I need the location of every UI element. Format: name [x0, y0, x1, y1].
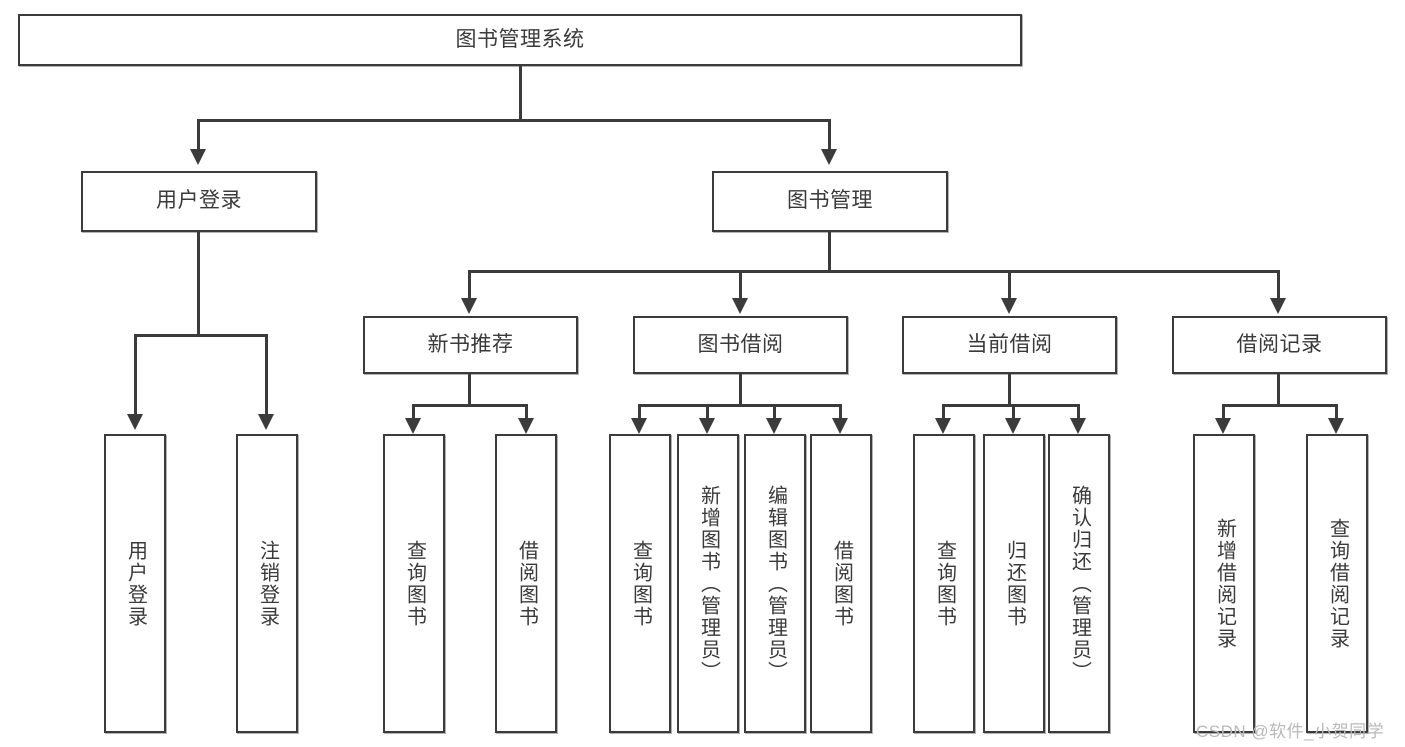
leaf-query-book-recommend[interactable]: 查询图书 [383, 434, 445, 733]
arrowhead-new-book-leaf-1 [405, 418, 421, 434]
node-label: 编辑图书（管理员） [764, 484, 787, 683]
connector-book-mgmt-drop-3 [1008, 270, 1011, 300]
arrowhead-root-to-user-login [190, 149, 206, 165]
connector-book-mgmt-drop-4 [1277, 270, 1280, 300]
leaf-query-book-current[interactable]: 查询图书 [913, 434, 975, 733]
connector-new-book-drop-1 [412, 404, 415, 422]
connector-current-borrow-drop-2 [1012, 404, 1015, 422]
connector-new-book-drop-2 [525, 404, 528, 422]
arrowhead-book-borrow-leaf-3 [766, 418, 782, 434]
leaf-return-book[interactable]: 归还图书 [983, 434, 1045, 733]
connector-book-borrow-drop-2 [706, 404, 709, 422]
node-label: 用户登录 [124, 539, 147, 628]
arrowhead-root-to-book-mgmt [821, 149, 837, 165]
connector-book-mgmt-stem [828, 232, 831, 272]
node-label: 新增图书（管理员） [697, 484, 720, 683]
connector-borrow-record-bus [1222, 404, 1338, 407]
node-label: 图书借阅 [697, 332, 784, 356]
node-label: 查询图书 [933, 539, 956, 628]
node-root-system[interactable]: 图书管理系统 [18, 14, 1022, 66]
connector-current-borrow-stem [1008, 374, 1011, 406]
node-borrow-record[interactable]: 借阅记录 [1172, 316, 1387, 374]
connector-borrow-record-stem [1277, 374, 1280, 406]
arrowhead-current-borrow-leaf-3 [1070, 418, 1086, 434]
node-label: 用户登录 [156, 189, 242, 213]
connector-root-bus [197, 119, 831, 122]
arrowhead-borrow-record-leaf-1 [1215, 418, 1231, 434]
connector-book-borrow-drop-3 [773, 404, 776, 422]
node-label: 归还图书 [1003, 539, 1026, 628]
connector-current-borrow-drop-1 [942, 404, 945, 422]
connector-borrow-record-drop-1 [1222, 404, 1225, 422]
arrowhead-new-book-leaf-2 [518, 418, 534, 434]
node-label: 图书管理系统 [455, 27, 585, 51]
node-user-login[interactable]: 用户登录 [81, 171, 317, 232]
connector-borrow-record-drop-2 [1335, 404, 1338, 422]
node-label: 当前借阅 [966, 332, 1053, 356]
connector-book-borrow-drop-4 [839, 404, 842, 422]
arrowhead-borrow-record [1270, 298, 1286, 314]
node-label: 注销登录 [256, 539, 279, 628]
connector-root-to-user-login [197, 119, 200, 149]
connector-book-borrow-bus [638, 404, 841, 407]
arrowhead-current-borrow-leaf-1 [935, 418, 951, 434]
node-label: 查询图书 [403, 539, 426, 628]
connector-user-login-drop-2 [265, 334, 268, 416]
node-label: 查询图书 [629, 539, 652, 628]
arrowhead-user-login-leaf-2 [258, 414, 274, 430]
node-label: 图书管理 [787, 189, 873, 213]
leaf-add-borrow-record[interactable]: 新增借阅记录 [1193, 434, 1255, 733]
arrowhead-book-borrow-leaf-2 [699, 418, 715, 434]
arrowhead-book-borrow-leaf-1 [631, 418, 647, 434]
node-label: 确认归还（管理员） [1068, 484, 1091, 683]
connector-current-borrow-bus [942, 404, 1080, 407]
leaf-borrow-book-recommend[interactable]: 借阅图书 [495, 434, 557, 733]
leaf-borrow-book-borrow[interactable]: 借阅图书 [810, 434, 872, 733]
leaf-user-login[interactable]: 用户登录 [104, 434, 166, 733]
node-label: 借阅图书 [830, 539, 853, 628]
arrowhead-current-borrow [1001, 298, 1017, 314]
connector-user-login-drop-1 [134, 334, 137, 416]
node-book-borrow[interactable]: 图书借阅 [633, 316, 848, 374]
connector-book-mgmt-drop-1 [468, 270, 471, 300]
connector-root-stem [519, 66, 522, 121]
connector-book-borrow-drop-1 [638, 404, 641, 422]
leaf-add-book-admin[interactable]: 新增图书（管理员） [677, 434, 739, 733]
connector-book-mgmt-drop-2 [739, 270, 742, 300]
connector-new-book-stem [468, 374, 471, 406]
connector-user-login-stem [197, 232, 200, 336]
arrowhead-user-login-leaf-1 [127, 414, 143, 430]
connector-new-book-bus [412, 404, 528, 407]
node-new-book-recommend[interactable]: 新书推荐 [363, 316, 578, 374]
node-label: 借阅图书 [515, 539, 538, 628]
node-label: 查询借阅记录 [1326, 517, 1349, 650]
leaf-edit-book-admin[interactable]: 编辑图书（管理员） [744, 434, 806, 733]
leaf-query-book-borrow[interactable]: 查询图书 [609, 434, 671, 733]
connector-current-borrow-drop-3 [1077, 404, 1080, 422]
arrowhead-current-borrow-leaf-2 [1005, 418, 1021, 434]
arrowhead-book-borrow [732, 298, 748, 314]
leaf-confirm-return-admin[interactable]: 确认归还（管理员） [1048, 434, 1110, 733]
arrowhead-borrow-record-leaf-2 [1328, 418, 1344, 434]
connector-root-to-book-mgmt [828, 119, 831, 149]
leaf-user-logout[interactable]: 注销登录 [236, 434, 298, 733]
node-label: 新书推荐 [427, 332, 514, 356]
leaf-query-borrow-record[interactable]: 查询借阅记录 [1306, 434, 1368, 733]
node-current-borrow[interactable]: 当前借阅 [902, 316, 1117, 374]
node-label: 借阅记录 [1236, 332, 1323, 356]
node-book-management[interactable]: 图书管理 [712, 171, 948, 232]
connector-book-mgmt-bus [468, 270, 1280, 273]
connector-book-borrow-stem [739, 374, 742, 406]
node-label: 新增借阅记录 [1213, 517, 1236, 650]
arrowhead-new-book-recommend [461, 298, 477, 314]
connector-user-login-bus [134, 334, 268, 337]
arrowhead-book-borrow-leaf-4 [832, 418, 848, 434]
